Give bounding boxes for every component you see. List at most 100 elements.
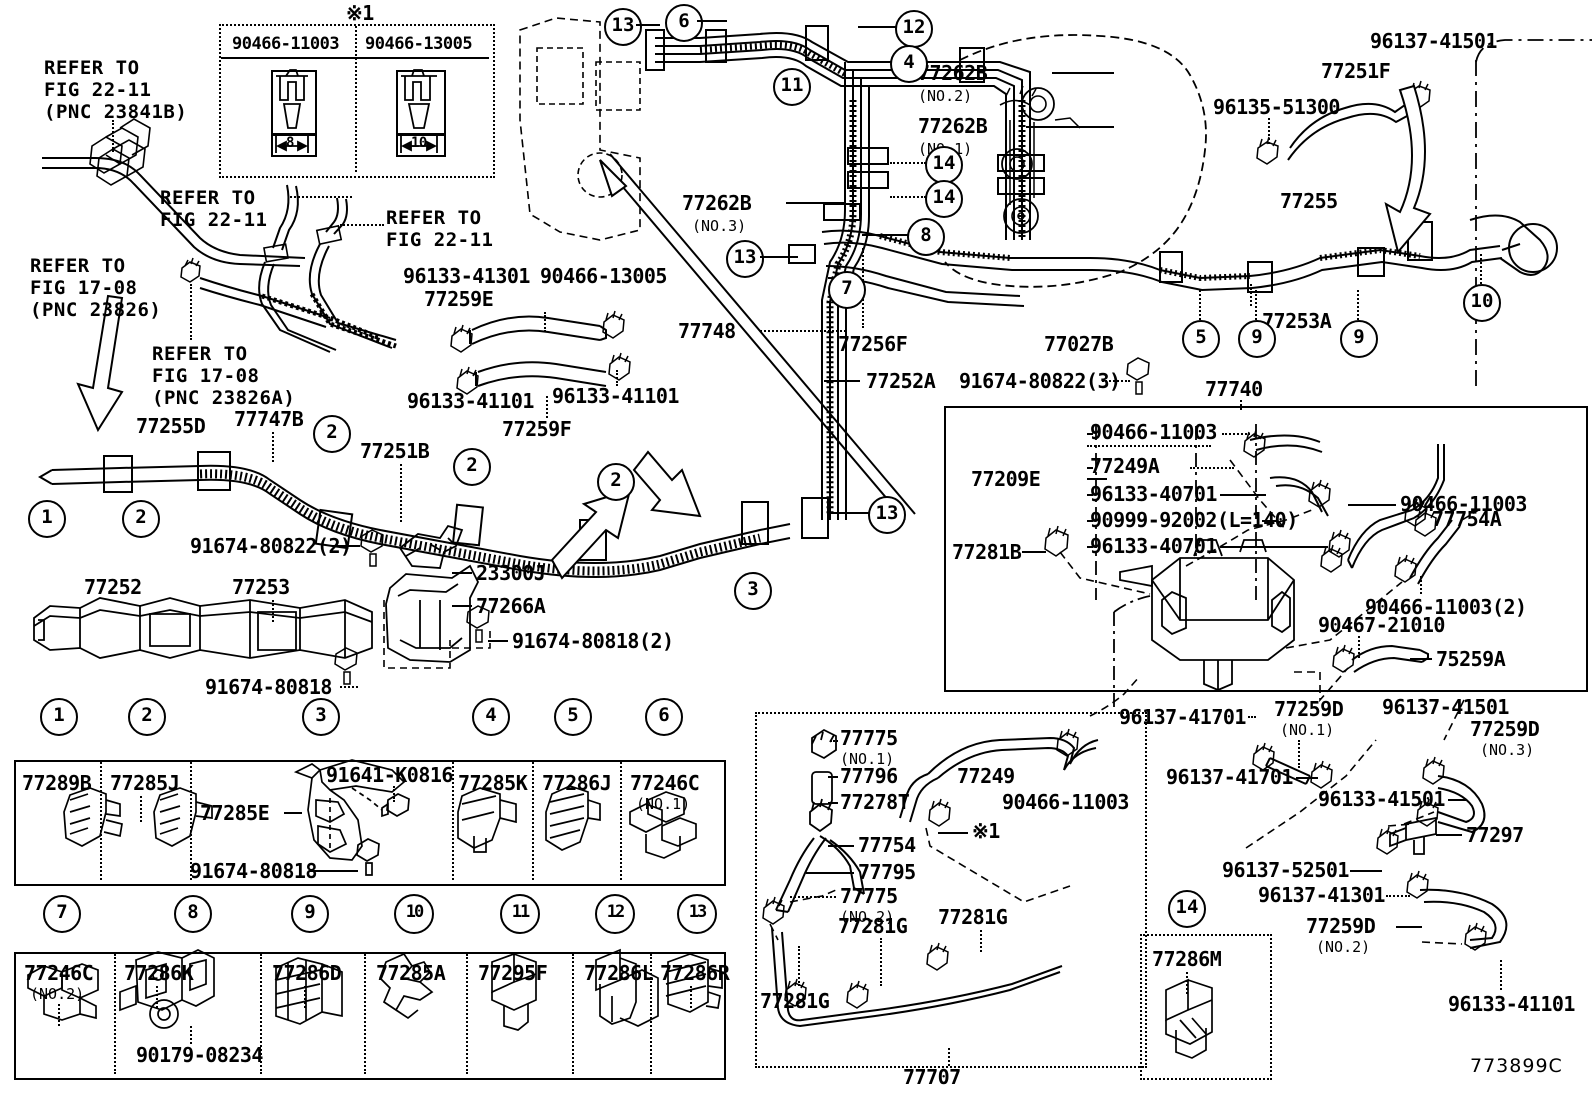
label-77795: 77795 [858, 860, 916, 884]
label-77027B: 77027B [1044, 332, 1114, 356]
callout-1-leader [0, 422, 2, 444]
label-77259D-no3: 77259D [1470, 717, 1540, 741]
legend2-num-12: 12 [595, 894, 635, 934]
label-91674-80822-3: 91674-80822(3) [959, 369, 1121, 393]
legend2-part-13: 77286R [660, 961, 730, 985]
leader-77259D-no2 [1396, 926, 1422, 928]
legend2-leader-12 [0, 1002, 2, 1020]
bolt-size-0: 8 [286, 135, 294, 151]
label-77253: 77253 [232, 575, 290, 599]
refer-note-3-leader [0, 0, 2, 60]
label-77754: 77754 [858, 833, 916, 857]
label-77707: 77707 [903, 1065, 961, 1089]
callout-9-b: 9 [1340, 320, 1378, 358]
label-96137-41501-b: 96137-41501 [1382, 695, 1509, 719]
label-77251B: 77251B [360, 439, 430, 463]
cb-tick-0 [1087, 433, 1093, 435]
legend1-sep-1 [100, 762, 102, 880]
label-77262B-no3-sub: (NO.3) [692, 217, 747, 235]
refer-note-3-line1: REFER TO [30, 255, 126, 277]
callout-8-leader [862, 234, 908, 236]
legend2-leader-10 [0, 962, 2, 982]
label-90466-11003-vapor: 90466-11003 [1002, 790, 1129, 814]
cb-tick-2 [1087, 467, 1093, 469]
leader-77754 [828, 845, 854, 847]
label-77259D-no3-sub: (NO.3) [1480, 741, 1535, 759]
legend-row2-table [14, 952, 726, 1080]
legend1-num-5: 5 [554, 698, 592, 736]
bolt-icon-1 [396, 70, 446, 136]
refer-note-3-line3: (PNC 23826) [30, 299, 162, 321]
leader-96137-41701-a [1248, 716, 1256, 718]
leader-77262B-no3 [786, 202, 844, 204]
legend1-sep-3 [452, 762, 454, 880]
label-90466-11003-right: 90466-11003 [1400, 492, 1527, 516]
legend2-part-9: 77286D [272, 961, 342, 985]
label-90466-11003-2: 90466-11003(2) [1365, 595, 1527, 619]
legend2-sep-3 [364, 954, 366, 1074]
leader-96133-41501 [1448, 799, 1466, 801]
legend1-num-1: 1 [40, 698, 78, 736]
label-96133-41101-a: 96133-41101 [407, 389, 534, 413]
callout-7-leader [0, 370, 2, 422]
legend2-leader-7 [58, 1004, 60, 1026]
legend2-num-10: 10 [394, 894, 434, 934]
canister-item-2: 96133-40701 [1090, 482, 1217, 506]
legend2-num-11: 11 [500, 894, 540, 934]
leader-77747B [272, 432, 274, 462]
legend1-part-6-sub: (NO.1) [636, 795, 691, 813]
leader-77253 [272, 600, 274, 622]
label-91674-80818: 91674-80818 [205, 675, 332, 699]
label-77747B: 77747B [234, 407, 304, 431]
leader-77278T [828, 802, 838, 804]
canister-item-0-leader [1222, 433, 1250, 435]
leader-77255D [0, 296, 2, 322]
bolt-icon-0 [271, 70, 317, 136]
callout-13-b: 13 [726, 240, 764, 278]
cb-tick-3 [1087, 494, 1093, 496]
label-96137-41701-b: 96137-41701 [1166, 765, 1293, 789]
legend2-sep-4 [466, 954, 468, 1074]
callout-13b-leader [760, 256, 798, 258]
callout-2a-leader [0, 444, 2, 466]
leader-77252A [824, 380, 860, 382]
leader-77754A [0, 714, 2, 740]
leader-77259E [544, 312, 546, 332]
legend2-sep-6 [650, 954, 652, 1074]
label-77266A: 77266A [476, 594, 546, 618]
label-77252A: 77252A [866, 369, 936, 393]
legend2-part-10: 77285A [376, 961, 446, 985]
legend1-leader-6 [0, 940, 2, 962]
legend1-num-6: 6 [645, 698, 683, 736]
callout-14-b: 14 [925, 180, 963, 218]
label-77281G-a: 77281G [938, 905, 1008, 929]
vapor-note-marker: ※1 [972, 819, 1000, 843]
legend2-sep-2 [260, 954, 262, 1074]
label-96135-51300: 96135-51300 [1213, 95, 1340, 119]
label-96133-41101-br: 96133-41101 [1448, 992, 1575, 1016]
label-77262B-no2: 77262B [918, 61, 988, 85]
label-77775-no1-sub: (NO.1) [840, 750, 895, 768]
legend1-sep-4 [532, 762, 534, 880]
cb-tick-5 [1087, 546, 1093, 548]
cb-tick-1 [1087, 445, 1211, 447]
bolt-table-marker: ※1 [346, 1, 374, 25]
legend1-part-3: 77285E [200, 801, 270, 825]
label-77775-no1: 77775 [840, 726, 898, 750]
refer-note-0-line2: FIG 22-11 [44, 79, 152, 101]
label-77775-no2: 77775 [840, 884, 898, 908]
leader-96133-41101-b [616, 370, 618, 386]
legend2-leader-11 [0, 982, 2, 1002]
callout-13-c: 13 [868, 496, 906, 534]
bolt-size-cell-0 [271, 133, 317, 157]
legend1-leader-1 [0, 862, 2, 888]
label-77740: 77740 [1205, 377, 1263, 401]
callout-6: 6 [665, 4, 703, 42]
label-96137-52501: 96137-52501 [1222, 858, 1349, 882]
callout-14a-leader [890, 162, 926, 164]
leader-96137-41701-b [1296, 777, 1318, 779]
leader-77251F [0, 90, 2, 132]
legend2-leader-9 [304, 986, 306, 1008]
legend1-part-4: 77285K [458, 771, 528, 795]
leader-96137-41301 [1386, 895, 1410, 897]
